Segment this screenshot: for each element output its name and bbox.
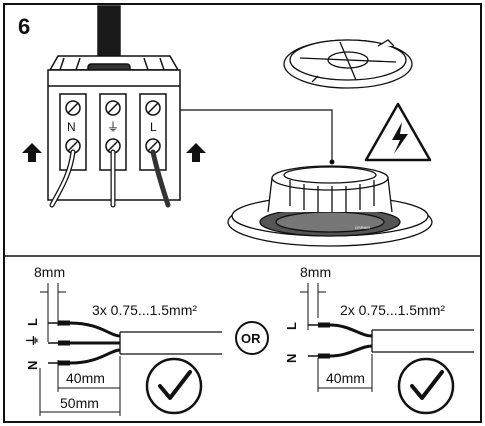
or-label: OR — [241, 331, 261, 346]
left-inner-length: 40mm — [66, 370, 105, 386]
terminal-label-l: L — [150, 120, 157, 134]
left-wire-label-l: L — [25, 318, 40, 326]
mounting-plate — [283, 39, 413, 89]
right-cross-section: 2x 0.75...1.5mm² — [340, 302, 445, 318]
arrow-up-icon — [186, 143, 206, 162]
left-strip-dimension — [40, 283, 66, 342]
terminal-label-n: N — [67, 120, 76, 134]
right-strip-length: 8mm — [300, 264, 331, 280]
checkmark-icon — [145, 357, 203, 415]
or-badge — [235, 321, 269, 355]
left-wire-label-ground: ⏚ — [25, 334, 40, 347]
left-length-dimensions — [39, 356, 121, 416]
right-cable — [308, 322, 474, 359]
right-inner-length: 40mm — [326, 370, 365, 386]
checkmark-icon — [397, 357, 455, 415]
left-wire-label-n: N — [25, 361, 40, 370]
brand-label: OSRAM — [355, 225, 370, 230]
right-wire-label-l: L — [284, 322, 299, 330]
terminal-wires — [49, 149, 171, 208]
right-length-dimensions — [317, 354, 373, 392]
ceiling-fan-luminaire — [227, 165, 433, 247]
left-strip-length: 8mm — [34, 264, 65, 280]
left-cross-section: 3x 0.75...1.5mm² — [92, 302, 197, 318]
connection-point — [329, 159, 335, 165]
left-outer-length: 50mm — [60, 395, 99, 411]
right-wire-label-n: N — [284, 354, 299, 363]
step-number: 6 — [18, 14, 30, 39]
arrow-up-icon — [22, 143, 42, 162]
left-cable — [48, 320, 222, 366]
terminal-label-ground: ⏚ — [107, 120, 119, 134]
connection-leader-line — [180, 109, 333, 160]
warning-electric-icon — [364, 102, 432, 162]
right-strip-dimension — [300, 283, 326, 330]
